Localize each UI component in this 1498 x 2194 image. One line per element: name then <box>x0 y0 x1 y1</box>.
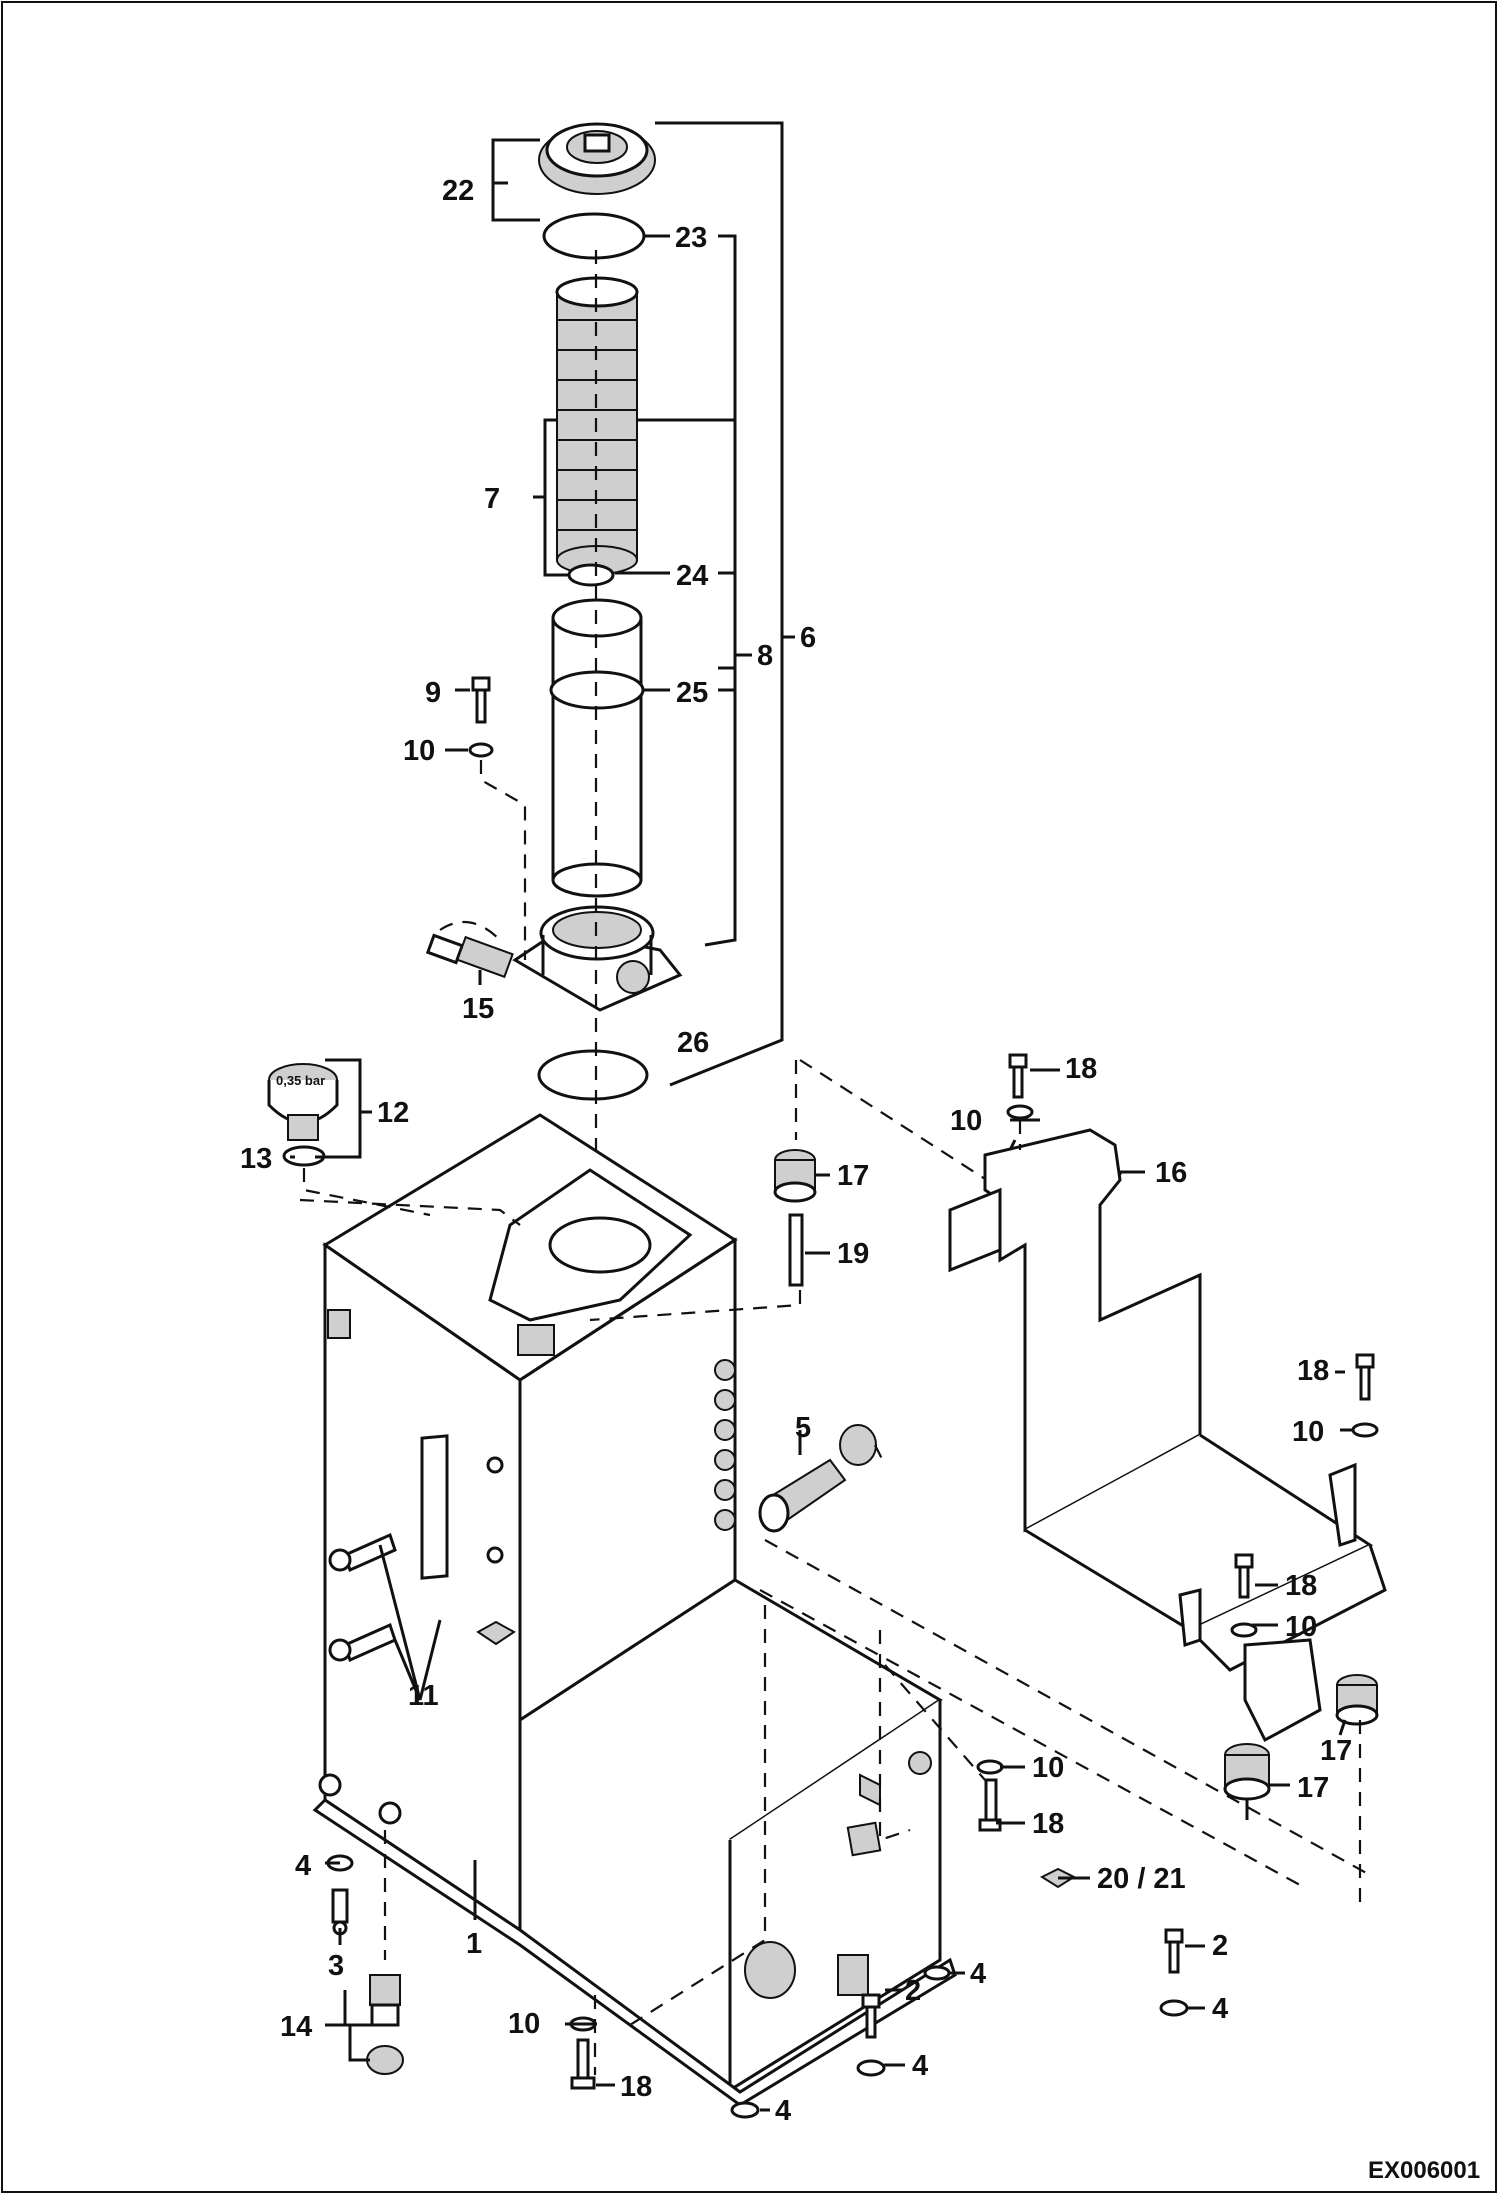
label-8: 8 <box>757 640 773 672</box>
label-10-tank: 10 <box>1032 1752 1064 1784</box>
label-4-left: 4 <box>295 1850 311 1882</box>
label-10-mid: 10 <box>1285 1611 1317 1643</box>
o-ring-23 <box>542 212 646 260</box>
label-17-top: 17 <box>837 1160 869 1192</box>
label-10-right: 10 <box>1292 1416 1324 1448</box>
leader-lines-filter <box>445 121 795 1087</box>
label-10-bracket: 10 <box>950 1105 982 1137</box>
label-18-top: 18 <box>1065 1053 1097 1085</box>
washer-4-d <box>730 2101 760 2119</box>
bolt-18-bottom <box>570 2038 596 2090</box>
bolt-3 <box>326 1854 354 1936</box>
drawing-code: EX006001 <box>1368 2157 1480 2184</box>
bolt-9 <box>471 676 491 724</box>
label-14: 14 <box>280 2011 312 2043</box>
label-17-right: 17 <box>1320 1735 1352 1767</box>
label-25: 25 <box>676 677 708 709</box>
label-7: 7 <box>484 483 500 515</box>
washer-4-c <box>1159 1999 1189 2017</box>
label-2-mid: 2 <box>905 1975 921 2007</box>
washer-10-mid <box>1230 1622 1258 1638</box>
label-19: 19 <box>837 1238 869 1270</box>
bracket-16 <box>948 1128 1387 1743</box>
washer-4-a <box>923 1965 951 1981</box>
label-6: 6 <box>800 622 816 654</box>
washer-10-tank <box>976 1759 1004 1775</box>
label-18-mid: 18 <box>1285 1570 1317 1602</box>
label-3: 3 <box>328 1950 344 1982</box>
label-24: 24 <box>676 560 708 592</box>
label-15: 15 <box>462 993 494 1025</box>
fitting-15 <box>425 920 514 979</box>
mount-17-top <box>773 1149 817 1203</box>
bolts-11 <box>328 1456 504 1701</box>
bolt-18-top <box>1008 1053 1028 1099</box>
filter-assembly <box>425 122 683 1300</box>
washer-10-top <box>468 742 494 758</box>
label-20-21: 20 / 21 <box>1097 1863 1186 1895</box>
washer-4-b <box>856 2059 886 2077</box>
bolt-2-a <box>861 1993 881 2039</box>
mount-17-lower <box>1223 1743 1271 1801</box>
label-4-mid: 4 <box>912 2050 928 2082</box>
bolt-2-b <box>1164 1928 1184 1974</box>
o-ring-26 <box>537 1049 649 1101</box>
label-18-tank: 18 <box>1032 1808 1064 1840</box>
hydraulic-tank <box>299 1113 1371 2107</box>
label-23: 23 <box>675 222 707 254</box>
label-11: 11 <box>408 1680 439 1712</box>
o-ring-24 <box>567 563 615 587</box>
label-2-right: 2 <box>1212 1930 1228 1962</box>
callout-labels: 22 23 7 24 8 6 25 9 10 15 26 12 13 18 10… <box>240 175 1480 2184</box>
stud-19 <box>788 1213 804 1287</box>
label-9: 9 <box>425 677 441 709</box>
label-13: 13 <box>240 1143 272 1175</box>
label-16: 16 <box>1155 1157 1187 1189</box>
filter-cap <box>538 122 656 195</box>
washer-10-bracket-top <box>1006 1104 1034 1120</box>
label-5: 5 <box>795 1412 811 1444</box>
filter-head <box>512 905 683 1012</box>
label-10-filter: 10 <box>403 735 435 767</box>
bolt-18-tank <box>978 1778 1002 1832</box>
suction-filter-5 <box>758 1424 886 1533</box>
label-17-lower: 17 <box>1297 1772 1329 1804</box>
label-26: 26 <box>677 1027 709 1059</box>
leader-lines-right <box>290 1058 1352 2112</box>
washer-10-right <box>1351 1422 1379 1438</box>
cap-pressure-marking: 0,35 bar <box>276 1073 325 1088</box>
label-4-a: 4 <box>970 1958 986 1990</box>
label-10-bottom: 10 <box>508 2008 540 2040</box>
bolt-18-mid <box>1234 1553 1254 1599</box>
label-1: 1 <box>466 1928 482 1960</box>
label-18-bottom: 18 <box>620 2071 652 2103</box>
label-12: 12 <box>377 1097 409 1129</box>
drain-plug-14 <box>366 1974 404 2075</box>
label-18-right: 18 <box>1297 1355 1329 1387</box>
bolt-18-right <box>1355 1353 1375 1401</box>
breather-cap-12 <box>267 1063 339 1141</box>
label-4-right: 4 <box>1212 1993 1228 2025</box>
mount-17-right <box>1335 1674 1379 1726</box>
label-4-bottom: 4 <box>775 2095 791 2127</box>
label-22: 22 <box>442 175 474 207</box>
